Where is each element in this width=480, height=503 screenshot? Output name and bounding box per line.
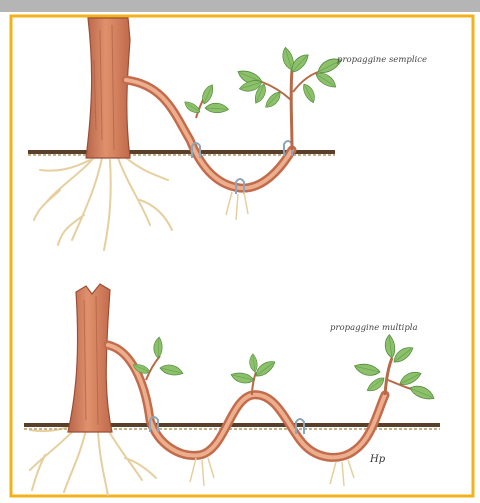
label-multiple-layering: propaggine multipla: [330, 323, 418, 333]
parent-roots-top: [34, 155, 172, 250]
multiple-layering-diagram: propaggine multipla Hp: [24, 284, 440, 495]
parent-trunk-bottom: [68, 284, 112, 432]
parent-trunk-top: [86, 18, 130, 158]
simple-layering-diagram: propaggine semplice: [28, 18, 427, 250]
top-bar: [0, 0, 480, 12]
new-plant-top: [236, 46, 344, 150]
serpentine-branch: [108, 345, 385, 457]
new-plant-bottom: [353, 335, 436, 404]
artist-signature: Hp: [369, 454, 386, 465]
shoot-leaves-1: [183, 83, 230, 118]
new-roots-top: [226, 192, 248, 220]
parent-roots-bottom: [30, 426, 156, 495]
shoot-leaves-3: [230, 354, 278, 395]
label-simple-layering: propaggine semplice: [337, 55, 427, 65]
new-roots-bottom: [190, 458, 354, 486]
